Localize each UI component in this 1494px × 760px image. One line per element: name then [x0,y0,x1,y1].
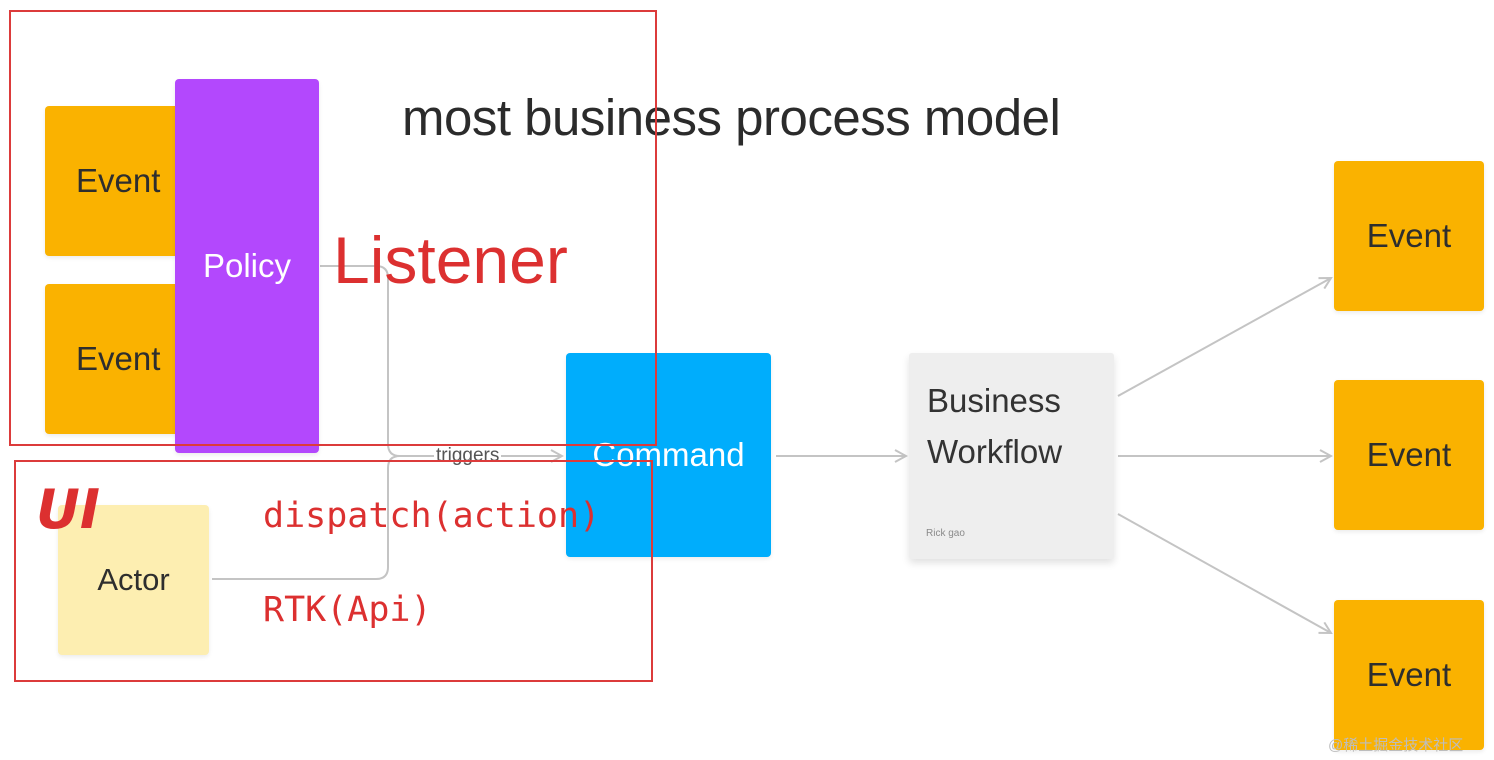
watermark-text: @稀土掘金技术社区 [1328,737,1464,754]
listener-annotation: Listener [333,223,568,297]
ui-annotation-box [14,460,653,682]
policy-to-command-connector [320,265,562,456]
dispatch-annotation: dispatch(action) [263,496,601,536]
actor-to-command-connector [212,455,401,580]
ui-annotation: UI [36,478,100,541]
event-label: Event [1366,656,1452,693]
event-sticky-right-1[interactable]: Event [1334,161,1484,311]
event-sticky-top-left[interactable]: Event [45,106,195,256]
page-title: most business process model [402,89,1061,146]
actor-sticky[interactable]: Actor [58,505,209,655]
policy-label: Policy [202,247,292,284]
event-sticky-right-3[interactable]: Event [1334,600,1484,750]
listener-annotation-box [9,10,657,446]
event-sticky-right-2[interactable]: Event [1334,380,1484,530]
workflow-to-event-1-connector [1117,278,1331,397]
actor-label: Actor [97,562,170,597]
event-label: Event [1366,436,1452,473]
business-workflow-card[interactable]: Business Workflow Rick gao [909,353,1114,559]
command-label: Command [592,436,745,473]
command-sticky[interactable]: Command [566,353,771,557]
workflow-to-event-3-connector [1117,513,1331,633]
workflow-title: Business Workflow [927,382,1063,470]
event-sticky-mid-left[interactable]: Event [45,284,195,434]
rtk-annotation: RTK(Api) [263,590,432,630]
workflow-author: Rick gao [926,528,965,539]
event-label: Event [1366,217,1452,254]
event-label: Event [76,340,161,377]
policy-sticky[interactable]: Policy [175,79,319,453]
event-label: Event [76,162,161,199]
